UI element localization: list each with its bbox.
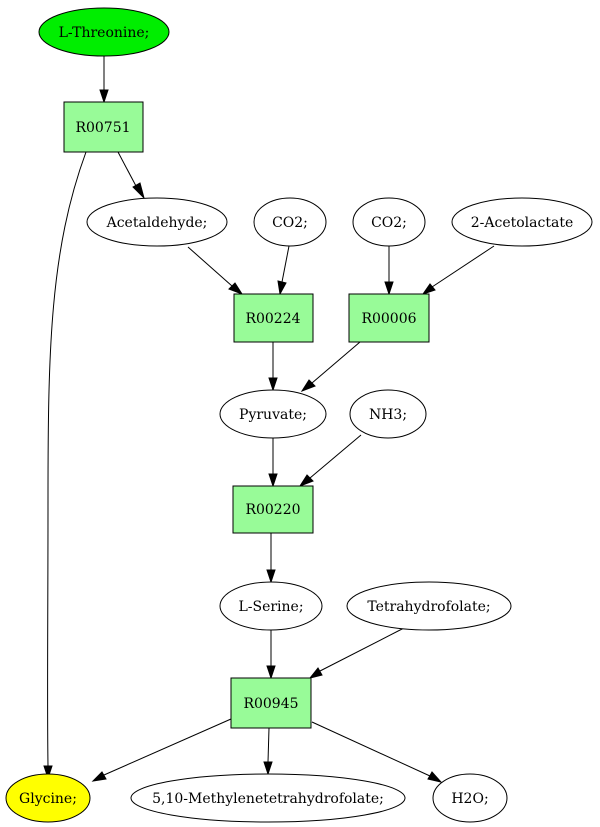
edge-r00751-acetaldehyde (117, 151, 145, 200)
reaction-r00220-label: R00220 (245, 502, 300, 518)
compound-acetolactate-label: 2-Acetolactate (471, 215, 573, 231)
compound-glycine-label: Glycine; (19, 791, 77, 807)
compound-thf-label: Tetrahydrofolate; (367, 599, 490, 615)
compound-serine-label: L-Serine; (238, 599, 303, 615)
reaction-r00006[interactable]: R00006 (348, 293, 430, 343)
reaction-r00751[interactable]: R00751 (63, 101, 144, 153)
reaction-r00006-label: R00006 (361, 311, 416, 327)
compound-methylene-thf: 5,10-Methylenetetrahydrofolate; (130, 773, 406, 823)
reaction-r00945[interactable]: R00945 (230, 677, 312, 729)
edge-thf-r00945 (308, 627, 405, 679)
compound-acetolactate: 2-Acetolactate (451, 197, 593, 247)
compound-nh3-label: NH3; (369, 407, 407, 423)
compound-serine: L-Serine; (219, 581, 323, 631)
reaction-r00224-label: R00224 (245, 311, 300, 327)
edge-r00220-serine (266, 533, 276, 584)
edge-r00945-h2o (311, 721, 443, 783)
compound-h2o: H2O; (432, 773, 508, 823)
edge-r00224-pyruvate (268, 342, 278, 392)
reaction-r00220[interactable]: R00220 (232, 485, 314, 534)
compound-nh3: NH3; (349, 389, 427, 439)
compound-co2-b-label: CO2; (371, 215, 407, 231)
reaction-r00945-label: R00945 (243, 696, 298, 712)
reaction-r00224[interactable]: R00224 (233, 293, 314, 343)
compound-co2-b: CO2; (352, 197, 426, 247)
edge-pyruvate-r00220 (268, 437, 278, 488)
edge-r00945-methylenethf (263, 727, 273, 776)
compound-pyruvate-label: Pyruvate; (239, 407, 307, 423)
compound-co2-a-label: CO2; (272, 215, 308, 231)
edge-r00945-glycine (91, 718, 232, 782)
compound-threonine: L-Threonine; (38, 7, 170, 57)
edge-co2a-r00224 (277, 245, 290, 296)
compound-threonine-label: L-Threonine; (59, 25, 150, 41)
reaction-r00751-label: R00751 (75, 120, 130, 136)
compound-thf: Tetrahydrofolate; (346, 581, 512, 631)
compound-acetaldehyde: Acetaldehyde; (86, 197, 228, 247)
compound-h2o-label: H2O; (451, 791, 488, 807)
edge-r00751-glycine (43, 151, 87, 780)
edge-acetolactate-r00006 (421, 245, 495, 295)
edge-co2b-r00006 (384, 246, 394, 296)
edge-threonine-r00751 (99, 56, 109, 104)
compound-glycine: Glycine; (5, 773, 91, 823)
edges (43, 56, 495, 783)
edge-nh3-r00220 (298, 434, 362, 488)
edge-r00006-pyruvate (300, 341, 361, 393)
edge-acetaldehyde-r00224 (187, 246, 244, 296)
compound-acetaldehyde-label: Acetaldehyde; (106, 215, 208, 231)
edge-serine-r00945 (266, 630, 276, 680)
compound-pyruvate: Pyruvate; (219, 389, 327, 439)
compound-co2-a: CO2; (253, 197, 327, 247)
compound-methylene-thf-label: 5,10-Methylenetetrahydrofolate; (152, 791, 384, 807)
